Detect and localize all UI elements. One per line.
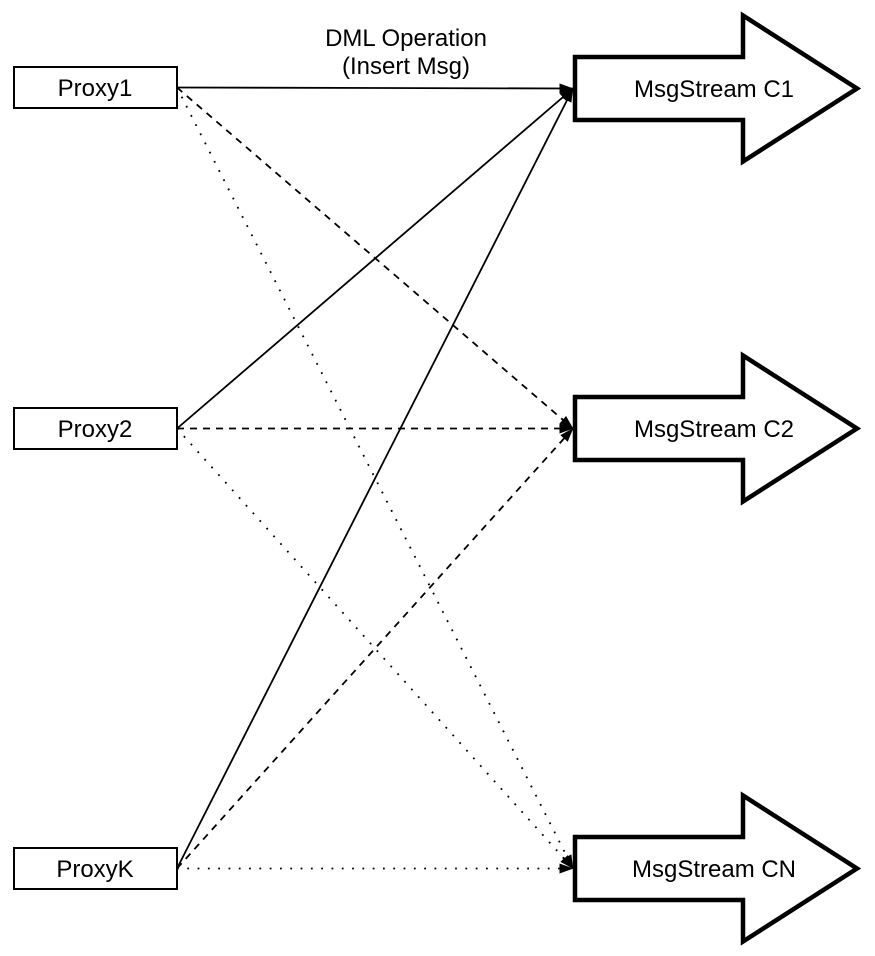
connection-proxyk-c1 (176, 88, 574, 869)
node-proxyk: ProxyK (13, 847, 178, 890)
msgstream-cn-arrow-shape (572, 791, 862, 946)
dml-operation-label-line1: DML Operation (325, 25, 487, 52)
connection-proxy2-c1 (176, 87, 574, 430)
dml-operation-label: DML Operation (Insert Msg) (325, 25, 487, 80)
proxyk-label: ProxyK (56, 856, 133, 883)
proxyk-box (13, 847, 178, 890)
msgstream-c2-label: MsgStream C2 (634, 416, 794, 443)
proxy1-label: Proxy1 (58, 75, 133, 102)
msgstream-cn-label: MsgStream CN (632, 856, 796, 883)
node-proxy2: Proxy2 (13, 407, 178, 450)
msgstream-c1-label: MsgStream C1 (634, 76, 794, 103)
connection-proxy1-c1 (176, 83, 574, 94)
connection-proxy1-cn (176, 87, 574, 869)
node-msgstream-c1: MsgStream C1 (572, 11, 862, 166)
node-msgstream-c2: MsgStream C2 (572, 351, 862, 506)
msgstream-c1-arrow-shape (572, 11, 862, 166)
proxy1-box (13, 66, 178, 109)
proxy2-box (13, 407, 178, 450)
connections-layer (176, 83, 574, 874)
dml-operation-label-line2: (Insert Msg) (342, 53, 470, 80)
node-msgstream-cn: MsgStream CN (572, 791, 862, 946)
connection-proxyk-c2 (176, 427, 574, 870)
msgstream-c2-arrow-shape (572, 351, 862, 506)
proxy2-label: Proxy2 (58, 416, 133, 443)
connection-proxy2-cn (176, 427, 574, 870)
node-proxy1: Proxy1 (13, 66, 178, 109)
